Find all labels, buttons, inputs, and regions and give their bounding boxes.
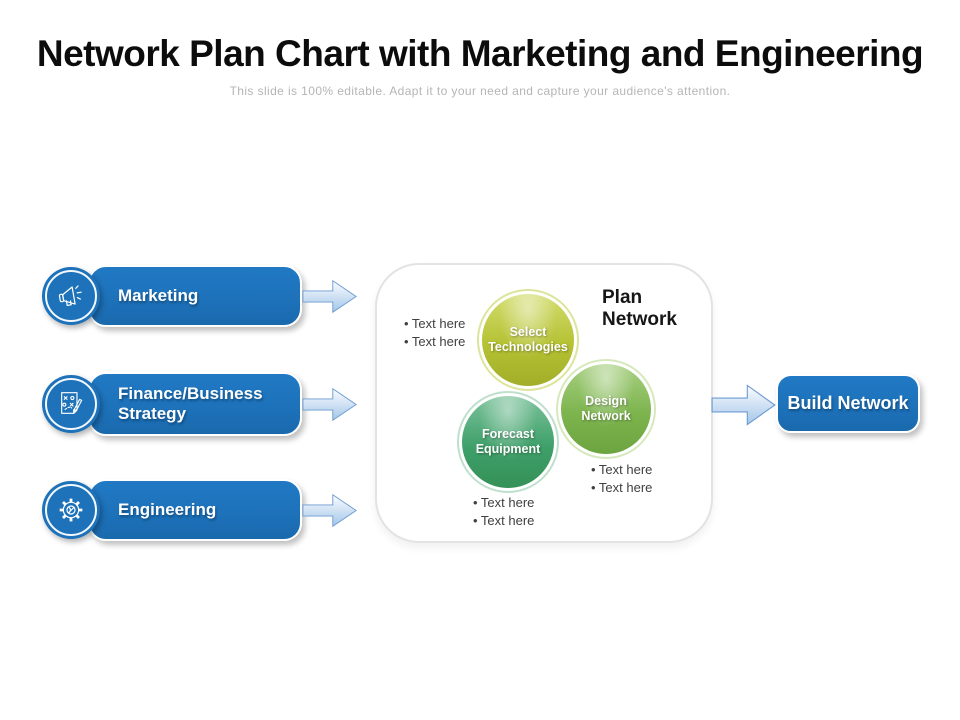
- circle-label: Design Network: [581, 394, 631, 423]
- bullet-line: • Text here: [591, 480, 653, 495]
- step-shape-marketing: Marketing: [88, 265, 302, 327]
- bullets-left: • Text here • Text here: [404, 315, 465, 351]
- plan-network-panel: Plan Network Select Technologies Design …: [375, 263, 713, 543]
- bullet-line: • Text here: [404, 316, 466, 331]
- step-icon-circle-engineering: [42, 481, 100, 539]
- strategy-board-icon: [61, 392, 83, 414]
- build-network-shape: Build Network: [776, 374, 920, 433]
- bullet-line: • Text here: [473, 513, 535, 528]
- bullets-right: • Text here • Text here: [591, 461, 652, 497]
- step-icon-circle-finance: [42, 375, 100, 433]
- arrow-right-icon: [302, 278, 358, 315]
- circle-forecast-equipment: Forecast Equipment: [457, 391, 559, 493]
- circle-fill: Forecast Equipment: [462, 396, 554, 488]
- page-subtitle: This slide is 100% editable. Adapt it to…: [229, 84, 731, 98]
- page-title: Network Plan Chart with Marketing and En…: [36, 33, 924, 74]
- circle-fill: Select Technologies: [482, 294, 574, 386]
- circle-label: Select Technologies: [488, 325, 568, 354]
- step-icon-circle-marketing: [42, 267, 100, 325]
- step-shape-engineering: Engineering: [88, 479, 302, 541]
- circle-design-network: Design Network: [556, 359, 656, 459]
- step-shape-finance-business-strategy: Finance/Business Strategy: [88, 372, 302, 436]
- bullets-bottom: • Text here • Text here: [473, 494, 534, 530]
- bullet-line: • Text here: [473, 495, 535, 510]
- step-label: Engineering: [118, 500, 217, 519]
- gear-icon: [59, 498, 83, 522]
- result-label: Build Network: [787, 393, 909, 413]
- step-label: Marketing: [118, 286, 199, 305]
- arrow-right-icon: [302, 386, 358, 423]
- circle-label: Forecast Equipment: [475, 427, 541, 456]
- arrow-right-icon: [302, 492, 358, 529]
- megaphone-icon: [58, 285, 82, 307]
- circle-fill: Design Network: [561, 364, 651, 454]
- bullet-line: • Text here: [404, 334, 466, 349]
- circle-select-technologies: Select Technologies: [477, 289, 579, 391]
- step-label: Finance/Business Strategy: [118, 384, 263, 423]
- bullet-line: • Text here: [591, 462, 653, 477]
- plan-panel-title: Plan Network: [602, 287, 677, 330]
- arrow-right-icon: [711, 382, 777, 428]
